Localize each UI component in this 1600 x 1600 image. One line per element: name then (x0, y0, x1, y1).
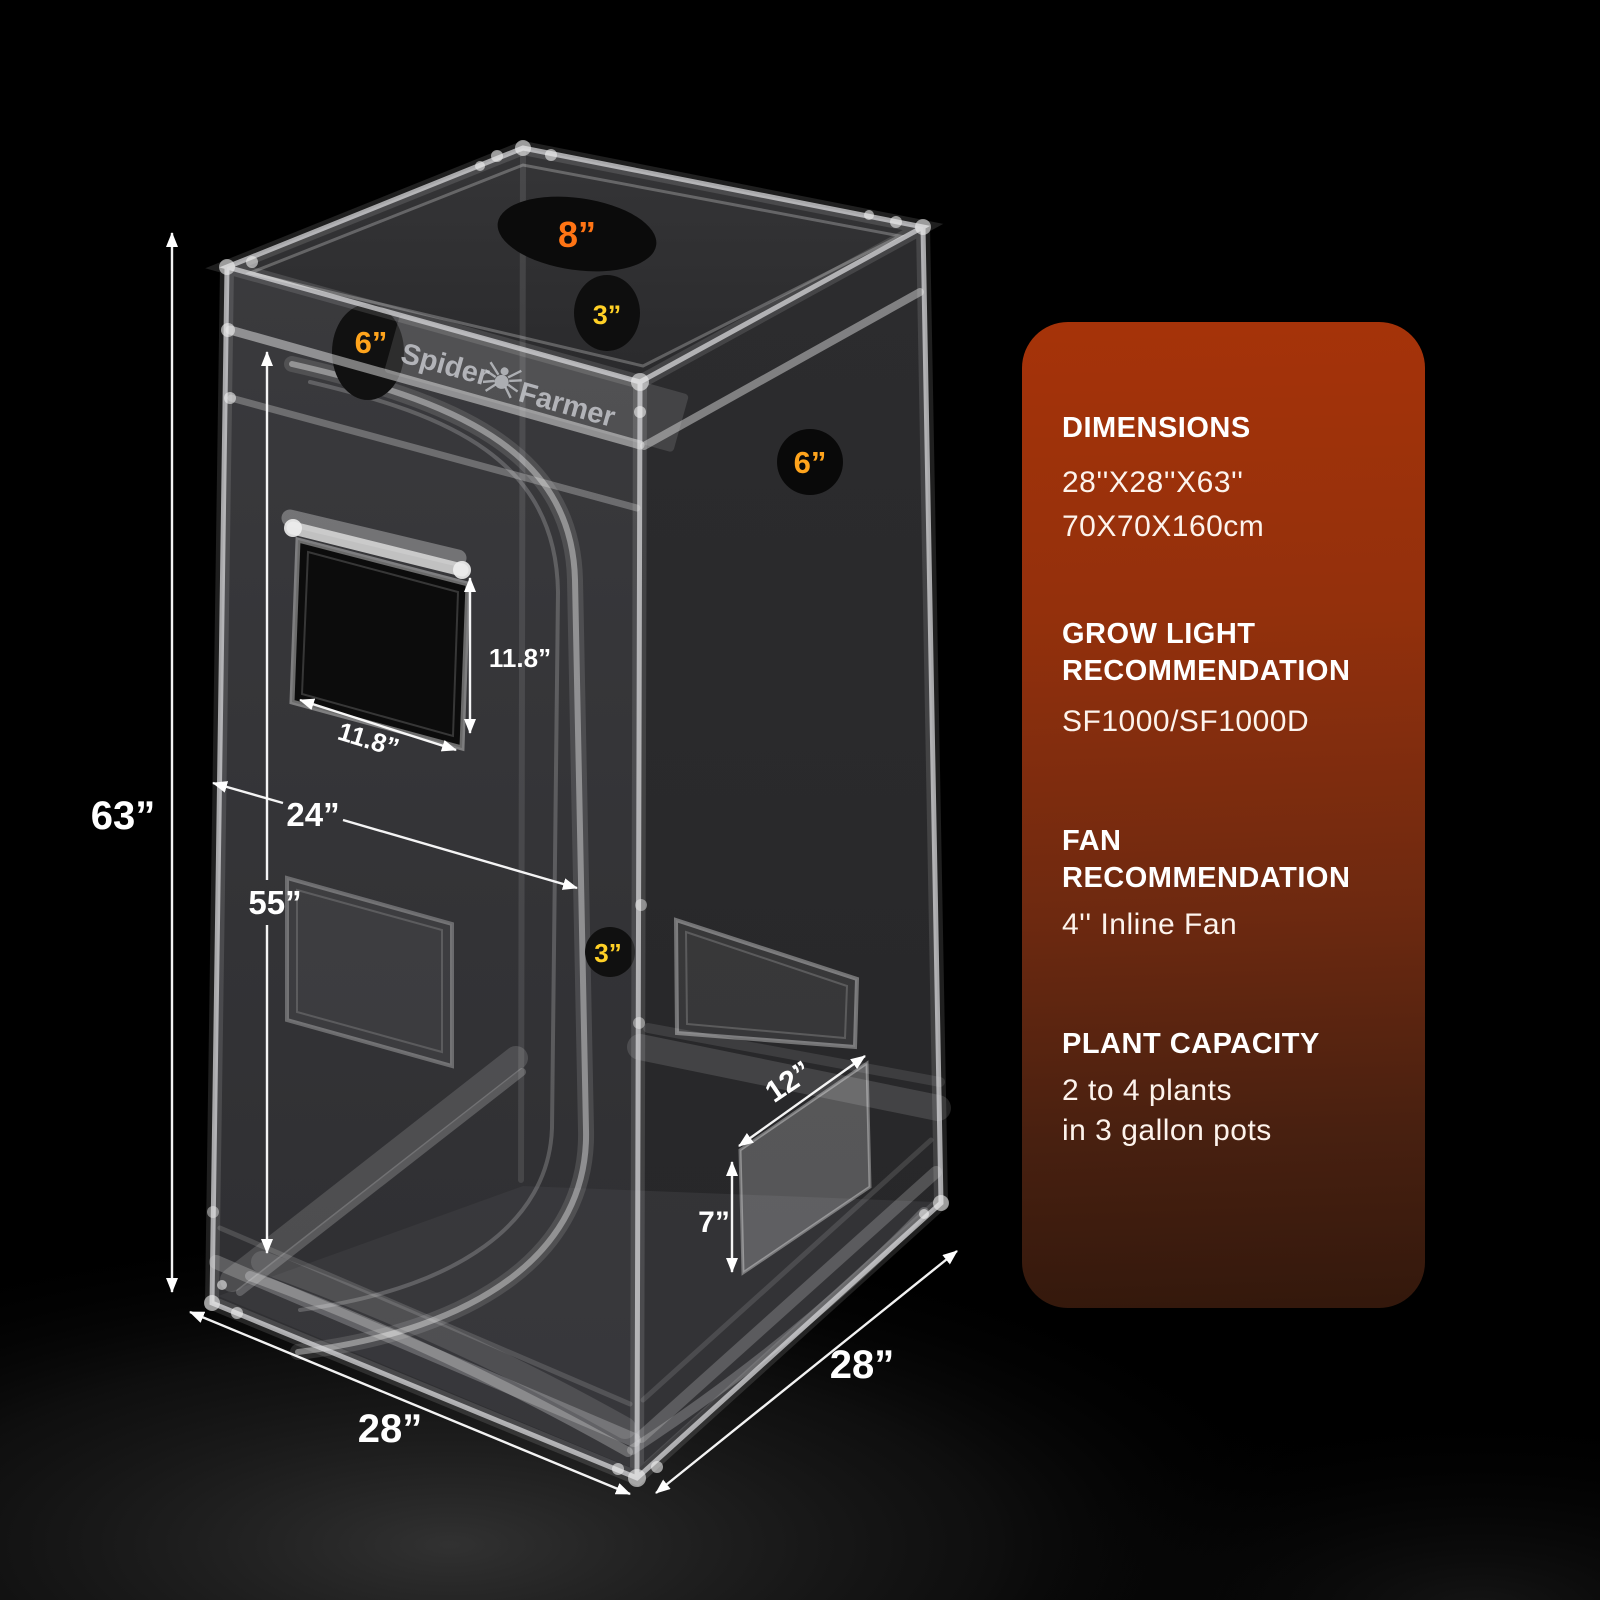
section-heading: DIMENSIONS (1062, 412, 1251, 444)
spec-value: 4'' Inline Fan (1062, 908, 1238, 941)
dim-line-28-front (189, 1310, 631, 1496)
dim-label-24: 24” (286, 796, 339, 833)
spec-section-grow-light: GROW LIGHT RECOMMENDATION SF1000/SF1000D (1062, 616, 1391, 744)
dim-label-7: 7” (698, 1206, 730, 1239)
tent-vents (332, 196, 843, 977)
vent-label-6in-front: 6” (355, 325, 388, 360)
spec-value: in 3 gallon pots (1062, 1114, 1272, 1147)
spec-panel: DIMENSIONS 28''X28''X63'' 70X70X160cm GR… (1022, 322, 1425, 1308)
spec-section-plant-capacity: PLANT CAPACITY 2 to 4 plants in 3 gallon… (1062, 1026, 1391, 1151)
section-heading: PLANT CAPACITY (1062, 1028, 1320, 1060)
spec-value: 2 to 4 plants (1062, 1074, 1232, 1107)
dim-line-24-a (212, 781, 284, 805)
vent-mid-3in (585, 927, 635, 977)
interior-mesh-vent-left (285, 875, 454, 1069)
spider-icon (482, 361, 522, 399)
spec-section-fan: FAN RECOMMENDATION 4'' Inline Fan (1062, 823, 1391, 947)
dim-line-24-b (342, 818, 578, 890)
spec-value: 28''X28''X63'' (1062, 466, 1244, 499)
dim-line-28-side (655, 1250, 958, 1494)
dimension-labels: 8” 3” 6” 6” 3” 63” 55” 24” 11.8” 11.8” 1… (91, 214, 895, 1451)
window-pane (289, 536, 471, 752)
vent-top-8in (497, 196, 657, 272)
spec-value: 70X70X160cm (1062, 510, 1265, 543)
dim-label-window-h: 11.8” (489, 643, 551, 673)
vent-label-3in-top: 3” (593, 300, 622, 330)
section-heading: GROW LIGHT RECOMMENDATION (1062, 618, 1351, 687)
vent-side-6in (777, 429, 843, 495)
vent-label-6in-side: 6” (794, 445, 827, 480)
window-roll-bar (286, 521, 469, 577)
dim-label-28-front: 28” (358, 1407, 423, 1451)
corner-glow (960, 1400, 1600, 1600)
dim-line-window-w (299, 698, 457, 752)
dimension-lines (166, 232, 958, 1496)
vent-label-8in: 8” (558, 214, 596, 255)
interior-mesh-vent-right (673, 917, 860, 1050)
vent-label-3in-mid: 3” (594, 938, 621, 968)
dim-label-63: 63” (91, 794, 156, 838)
spec-value: SF1000/SF1000D (1062, 705, 1310, 738)
section-heading: FAN RECOMMENDATION (1062, 825, 1351, 894)
dim-line-12 (738, 1055, 866, 1147)
tent-right-face (637, 227, 941, 1478)
frame-connectors (204, 140, 949, 1487)
dim-label-55: 55” (248, 884, 301, 921)
vent-top-3in (574, 275, 640, 351)
spec-section-dimensions: DIMENSIONS 28''X28''X63'' 70X70X160cm (1062, 410, 1391, 549)
door-zipper-inner (298, 380, 561, 1312)
dim-label-28-side: 28” (830, 1343, 895, 1387)
